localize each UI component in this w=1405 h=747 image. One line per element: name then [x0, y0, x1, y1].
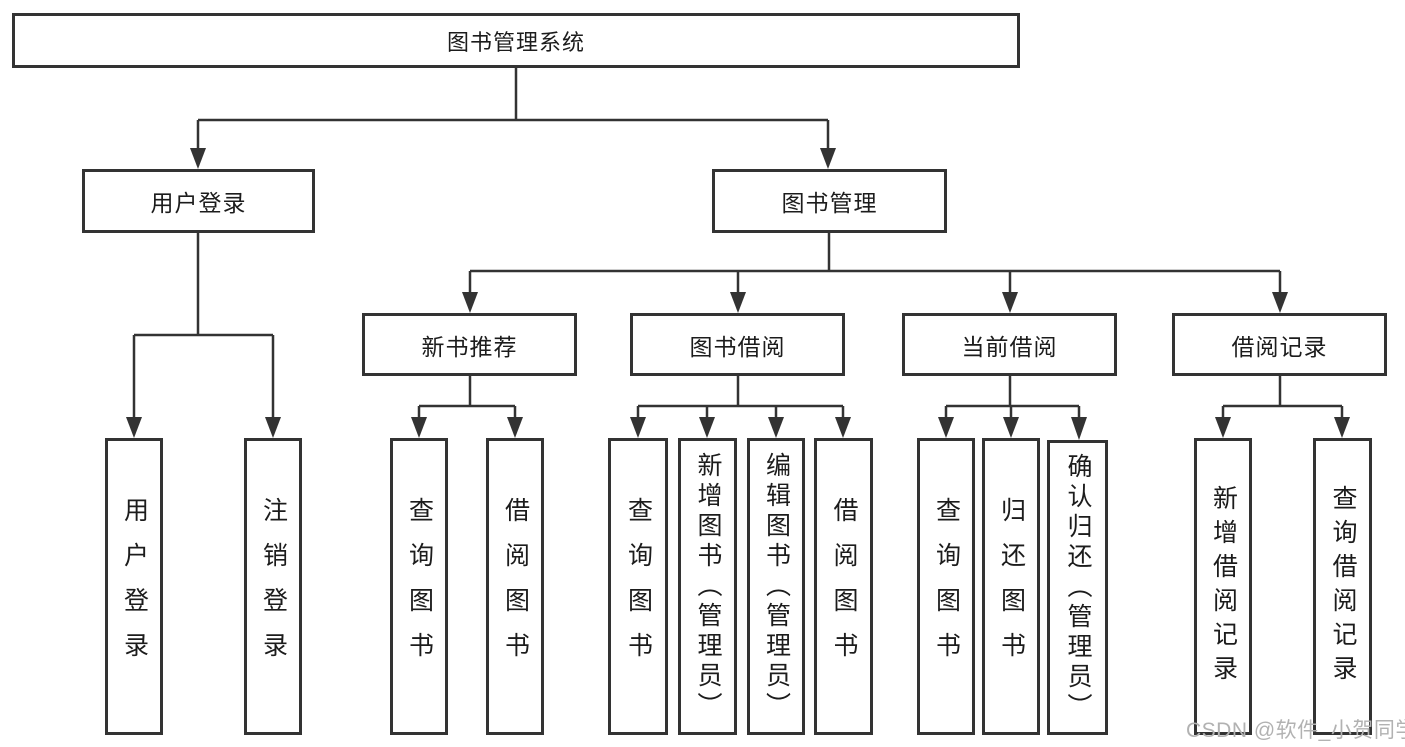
csdn-watermark: CSDN @软件_小贺同学	[1186, 719, 1405, 742]
node-label: 借阅图书	[501, 496, 530, 677]
arrow-icon	[1071, 417, 1087, 440]
node-label: 归还图书	[997, 496, 1026, 677]
node-label: 确认归还（管理员）	[1064, 452, 1092, 723]
node-label: 查询图书	[405, 496, 434, 677]
leaf-query-book-3: 查询图书	[917, 438, 975, 735]
arrowheads	[126, 148, 1350, 440]
arrow-icon	[1272, 292, 1288, 313]
leaf-logout: 注销登录	[244, 438, 302, 735]
node-label: 图书管理系统	[446, 29, 585, 55]
arrow-icon	[630, 417, 646, 438]
node-label: 查询图书	[624, 496, 653, 677]
arrow-icon	[1003, 417, 1019, 438]
arrow-icon	[768, 417, 784, 438]
arrow-icon	[730, 292, 746, 313]
connector-book-mgmt-to-level3	[468, 233, 1282, 294]
arrow-icon	[190, 148, 206, 169]
node-label: 新增图书（管理员）	[694, 451, 722, 722]
arrow-icon	[265, 417, 281, 438]
connector-borrow-record-to-leaves	[1221, 376, 1344, 420]
node-label: 用户登录	[120, 496, 149, 677]
leaf-return-book: 归还图书	[982, 438, 1040, 735]
arrow-icon	[411, 417, 427, 438]
connector-new-book-to-leaves	[417, 376, 517, 420]
arrow-icon	[820, 148, 836, 169]
node-label: 图书借阅	[689, 333, 786, 360]
connector-book-borrow-to-leaves	[636, 376, 845, 420]
arrow-icon	[1215, 417, 1231, 438]
leaf-user-login: 用户登录	[105, 438, 163, 735]
connector-current-borrow-to-leaves	[944, 376, 1081, 420]
leaf-edit-book-admin: 编辑图书（管理员）	[747, 438, 805, 735]
arrow-icon	[699, 417, 715, 438]
node-user-login: 用户登录	[82, 169, 315, 233]
arrow-icon	[1334, 417, 1350, 438]
arrow-icon	[938, 417, 954, 438]
node-label: 查询图书	[932, 496, 961, 677]
connector-root-to-level2	[196, 68, 830, 150]
arrow-icon	[1002, 292, 1018, 313]
node-label: 借阅记录	[1231, 333, 1328, 360]
node-label: 查询借阅记录	[1329, 484, 1357, 689]
node-label: 编辑图书（管理员）	[762, 451, 791, 722]
leaf-query-borrow-record: 查询借阅记录	[1313, 438, 1372, 735]
arrow-icon	[507, 417, 523, 438]
node-label: 图书管理	[781, 190, 878, 216]
node-label: 借阅图书	[830, 496, 858, 677]
leaf-add-borrow-record: 新增借阅记录	[1194, 438, 1252, 735]
node-root-system: 图书管理系统	[12, 13, 1020, 68]
arrow-icon	[126, 417, 142, 438]
node-label: 当前借阅	[961, 333, 1058, 360]
node-book-borrow: 图书借阅	[630, 313, 845, 376]
leaf-add-book-admin: 新增图书（管理员）	[678, 438, 737, 735]
node-book-management: 图书管理	[712, 169, 947, 233]
leaf-borrow-book-2: 借阅图书	[814, 438, 873, 735]
node-label: 注销登录	[259, 496, 288, 677]
arrow-icon	[835, 417, 851, 438]
node-current-borrow: 当前借阅	[902, 313, 1117, 376]
leaf-query-book-1: 查询图书	[390, 438, 448, 735]
connector-user-login-to-leaves	[132, 233, 275, 419]
leaf-borrow-book-1: 借阅图书	[486, 438, 544, 735]
leaf-confirm-return-admin: 确认归还（管理员）	[1047, 440, 1108, 735]
node-new-book-recommend: 新书推荐	[362, 313, 577, 376]
leaf-query-book-2: 查询图书	[608, 438, 668, 735]
node-label: 新增借阅记录	[1209, 484, 1238, 689]
node-borrow-record: 借阅记录	[1172, 313, 1387, 376]
arrow-icon	[462, 292, 478, 313]
node-label: 新书推荐	[421, 333, 518, 360]
node-label: 用户登录	[150, 190, 247, 216]
